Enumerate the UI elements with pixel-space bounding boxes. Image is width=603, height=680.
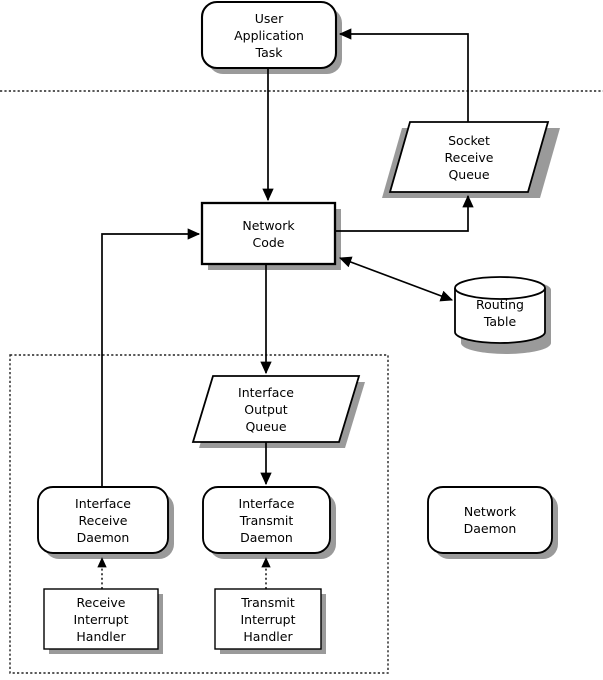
node-network-code[interactable] (200, 201, 337, 266)
edge-interface-receive-daemon-to-network-code (101, 228, 201, 487)
edge-socket-receive-queue-to-user-task (338, 28, 469, 122)
diagram-shapes (37, 0, 553, 650)
node-user-application-task[interactable] (200, 0, 338, 70)
node-interface-transmit-daemon[interactable] (202, 486, 331, 554)
node-network-daemon[interactable] (427, 486, 553, 554)
node-interface-output-queue[interactable] (191, 375, 361, 443)
edge-network-code-to-routing-table (338, 256, 454, 302)
node-receive-interrupt-handler[interactable] (43, 588, 159, 650)
diagram-edges (97, 28, 474, 589)
node-transmit-interrupt-handler[interactable] (214, 588, 322, 650)
driver-region-box (9, 354, 389, 674)
node-socket-receive-queue[interactable] (388, 121, 550, 193)
node-interface-receive-daemon[interactable] (37, 486, 169, 554)
edge-network-code-to-socket-receive-queue (335, 194, 474, 232)
node-routing-table[interactable] (454, 276, 546, 344)
